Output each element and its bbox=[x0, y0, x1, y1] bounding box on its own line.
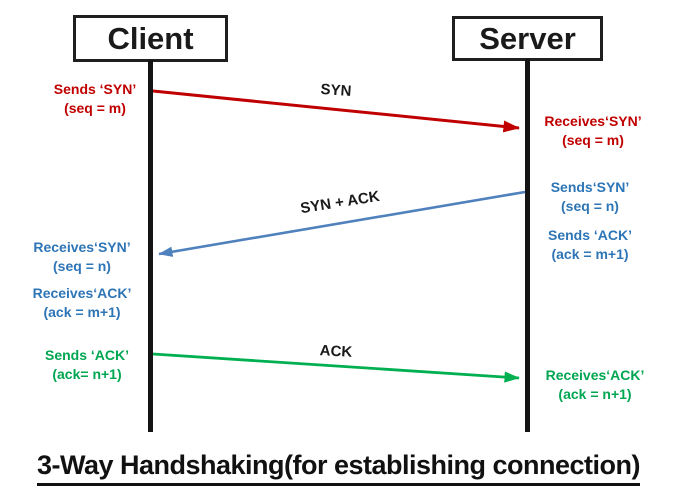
syn-arrow bbox=[152, 89, 520, 133]
note-client-receives-ack: Receives‘ACK’ (ack = m+1) bbox=[20, 284, 144, 322]
note-line: Sends ‘ACK’ bbox=[547, 227, 632, 243]
note-server-receives-syn: Receives‘SYN’ (seq = m) bbox=[531, 112, 655, 150]
note-server-receives-ack: Receives‘ACK’ (ack = n+1) bbox=[533, 366, 657, 404]
diagram-title: 3-Way Handshaking(for establishing conne… bbox=[36, 450, 641, 486]
note-client-sends-syn: Sends ‘SYN’ (seq = m) bbox=[33, 80, 157, 118]
note-line: (ack= n+1) bbox=[52, 366, 122, 382]
actor-box-client: Client bbox=[73, 15, 228, 62]
note-client-sends-ack: Sends ‘ACK’ (ack= n+1) bbox=[25, 346, 149, 384]
note-line: (ack = m+1) bbox=[43, 304, 121, 320]
note-server-sends-syn: Sends‘SYN’ (seq = n) bbox=[528, 178, 652, 216]
note-line: (seq = m) bbox=[562, 132, 624, 148]
note-client-receives-syn: Receives‘SYN’ (seq = n) bbox=[20, 238, 144, 276]
note-line: Receives‘ACK’ bbox=[32, 285, 132, 301]
actor-server-label: Server bbox=[479, 20, 576, 56]
actor-client-label: Client bbox=[107, 20, 194, 56]
syn-ack-arrow bbox=[158, 190, 526, 257]
diagram-title-row: 3-Way Handshaking(for establishing conne… bbox=[0, 450, 677, 486]
note-line: (seq = n) bbox=[561, 198, 619, 214]
client-lifeline bbox=[148, 60, 153, 432]
note-line: Receives‘SYN’ bbox=[544, 113, 642, 129]
note-line: Receives‘SYN’ bbox=[33, 239, 131, 255]
note-line: Receives‘ACK’ bbox=[545, 367, 645, 383]
note-line: (seq = n) bbox=[53, 258, 111, 274]
note-server-sends-ack: Sends ‘ACK’ (ack = m+1) bbox=[528, 226, 652, 264]
note-line: Sends ‘SYN’ bbox=[53, 81, 137, 97]
note-line: Sends ‘ACK’ bbox=[44, 347, 129, 363]
note-line: (ack = n+1) bbox=[558, 386, 632, 402]
ack-arrow bbox=[152, 352, 520, 383]
note-line: (seq = m) bbox=[64, 100, 126, 116]
server-lifeline bbox=[525, 59, 530, 432]
note-line: Sends‘SYN’ bbox=[550, 179, 630, 195]
note-line: (ack = m+1) bbox=[551, 246, 629, 262]
